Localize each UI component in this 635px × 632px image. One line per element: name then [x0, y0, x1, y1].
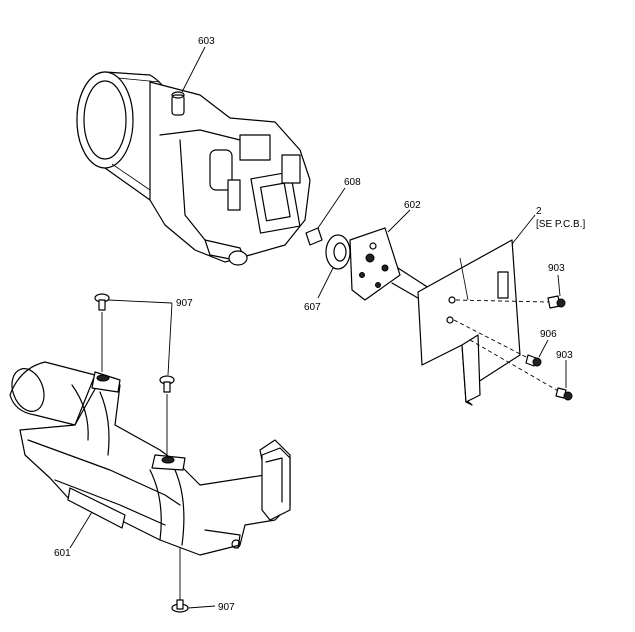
part-608-pad: 608: [305, 177, 361, 246]
label-2: 2: [536, 206, 542, 217]
label-601: 601: [54, 548, 71, 559]
screw-907-lower: 907: [171, 548, 235, 613]
screw-903-lower: 903: [555, 350, 573, 401]
screws-907-upper: 907: [94, 293, 193, 464]
label-see-pcb: [SE P.C.B.]: [536, 219, 586, 230]
part-607-washer: 607: [304, 234, 351, 313]
label-906: 906: [540, 329, 557, 340]
label-903-lower: 903: [556, 350, 573, 361]
part-601-frame: 601: [9, 361, 291, 559]
label-608: 608: [344, 177, 361, 188]
label-907-upper: 907: [176, 298, 193, 309]
label-907-lower: 907: [218, 602, 235, 613]
part-603-lens-block: 603: [76, 36, 311, 266]
label-903-upper: 903: [548, 263, 565, 274]
label-607: 607: [304, 302, 321, 313]
part-2-pcb: 2 [SE P.C.B.]: [417, 206, 586, 406]
screw-903-upper: 903: [547, 263, 566, 309]
part-602-sensor-bracket: 602: [349, 200, 421, 301]
screw-906: 906: [525, 329, 557, 367]
label-603: 603: [198, 36, 215, 47]
label-602: 602: [404, 200, 421, 211]
